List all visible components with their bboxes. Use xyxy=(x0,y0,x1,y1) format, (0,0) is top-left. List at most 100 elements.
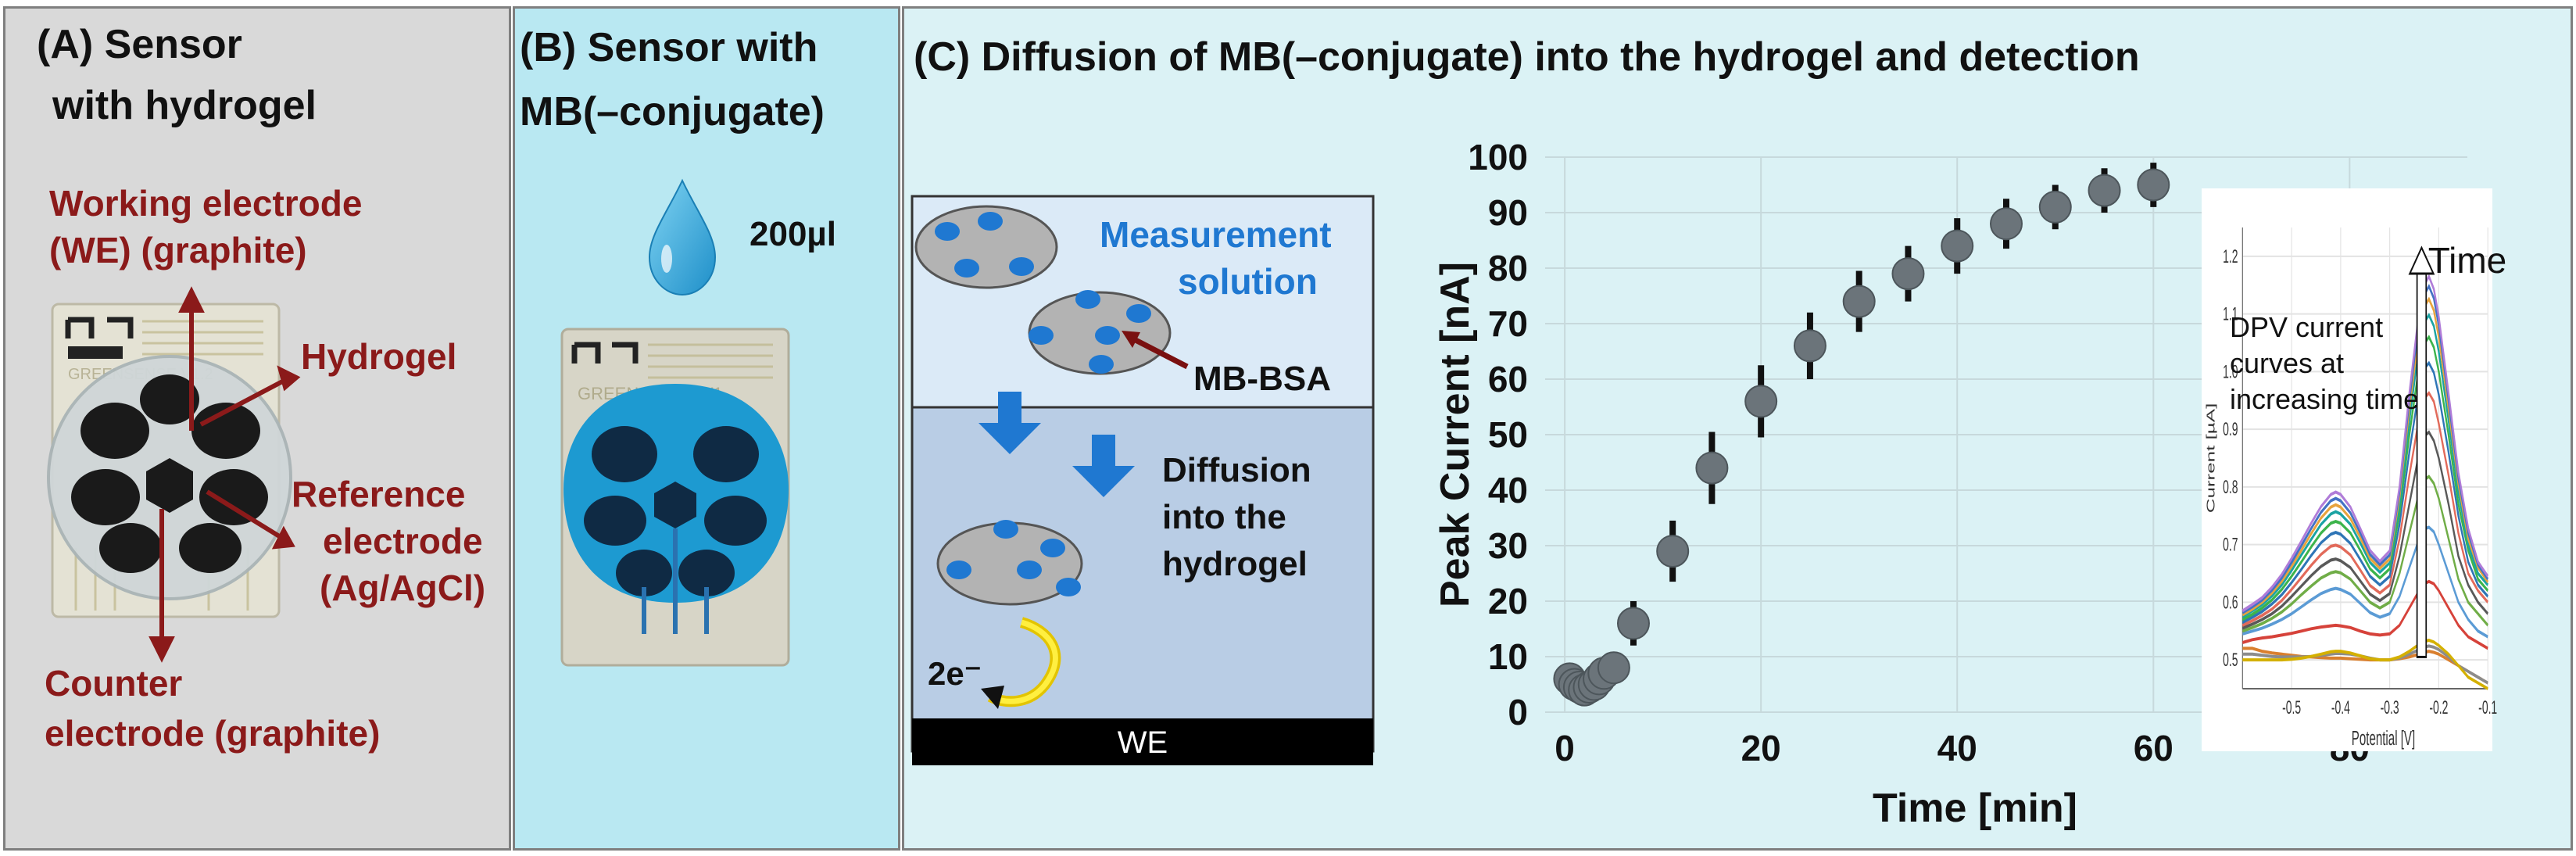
data-marker xyxy=(1990,207,2023,241)
inset-annotation-line3: increasing time xyxy=(2230,383,2419,415)
y-axis-title: Peak Current [nA] xyxy=(1433,262,1478,607)
data-marker xyxy=(1656,535,1690,568)
data-point xyxy=(1616,601,1650,646)
dpv-series-line xyxy=(2242,430,2488,630)
data-marker xyxy=(1616,607,1650,640)
data-point xyxy=(1744,365,1778,438)
inset-x-tick-label: -0.5 xyxy=(2282,697,2301,718)
electron-transfer-arrow xyxy=(981,617,1061,709)
x-axis-title: Time [min] xyxy=(1873,786,2077,831)
data-marker xyxy=(1793,329,1826,363)
drop-volume-label: 200µl xyxy=(750,215,836,253)
label-working-electrode-line2: (WE) (graphite) xyxy=(49,230,307,270)
panel-b-title-line2: MB(–conjugate) xyxy=(520,89,825,134)
y-tick-label: 0 xyxy=(1508,692,1528,732)
inset-x-tick-label: -0.2 xyxy=(2429,697,2448,718)
label-counter-line2: electrode (graphite) xyxy=(45,713,381,754)
board-dark-pad xyxy=(68,346,123,359)
data-marker xyxy=(1842,285,1876,318)
panel-c-title: (C) Diffusion of MB(–conjugate) into the… xyxy=(914,34,2140,80)
data-point xyxy=(1891,245,1925,302)
x-tick-label: 0 xyxy=(1555,728,1575,768)
time-arrow-shaft xyxy=(2416,272,2428,658)
panel-a: (A) Sensor with hydrogel Working electro… xyxy=(3,6,511,851)
data-point xyxy=(2088,168,2121,213)
we-label: WE xyxy=(1118,725,1168,760)
inset-annotation-line1: DPV current xyxy=(2230,311,2383,343)
inset-x-tick-label: -0.1 xyxy=(2478,697,2497,718)
protein-blob-3 xyxy=(936,520,1083,606)
y-tick-label: 30 xyxy=(1488,525,1528,566)
inset-y-axis-title: Current [µA] xyxy=(2204,403,2217,514)
data-marker xyxy=(1891,257,1925,291)
y-tick-label: 50 xyxy=(1488,414,1528,455)
inset-y-tick-label: 1.0 xyxy=(2223,362,2238,383)
protein-blob-2 xyxy=(1028,290,1172,375)
working-electrode-bar xyxy=(912,718,1373,765)
panel-a-title-line1: (A) Sensor xyxy=(37,22,242,67)
data-point xyxy=(2038,184,2072,230)
y-tick-label: 100 xyxy=(1468,137,1528,177)
y-tick-label: 80 xyxy=(1488,248,1528,288)
dpv-series-line xyxy=(2242,579,2488,650)
inset-x-axis-title: Potential [V] xyxy=(2352,727,2415,750)
dpv-series-line xyxy=(2242,638,2488,690)
inset-y-tick-label: 0.6 xyxy=(2223,593,2238,614)
panel-c: (C) Diffusion of MB(–conjugate) into the… xyxy=(902,6,2573,851)
inset-y-tick-label: 0.8 xyxy=(2223,477,2238,498)
data-point xyxy=(2137,163,2170,207)
data-marker xyxy=(2038,190,2072,224)
dpv-series-line xyxy=(2241,335,2488,621)
dpv-series-line xyxy=(2242,475,2488,633)
panel-a-title-line2: with hydrogel xyxy=(52,83,317,128)
inset-x-tick-label: -0.4 xyxy=(2331,697,2350,718)
data-point xyxy=(1656,521,1690,582)
dpv-series-line xyxy=(2241,284,2488,614)
electrode-array xyxy=(71,374,268,573)
label-reference-line3: (Ag/AgCl) xyxy=(320,568,486,608)
board-corner-marks xyxy=(65,317,134,338)
arrow-to-hydrogel xyxy=(199,377,288,427)
inset-x-tick-label: -0.3 xyxy=(2381,697,2399,718)
data-marker xyxy=(1941,229,1974,263)
x-tick-label: 60 xyxy=(2134,728,2174,768)
inset-y-tick-label: 0.7 xyxy=(2223,535,2238,556)
arrow-to-reference xyxy=(206,489,282,539)
diffusion-label-line1: Diffusion xyxy=(1162,451,1311,489)
dpv-series-line xyxy=(2241,313,2488,618)
water-drop-icon xyxy=(648,178,717,296)
y-tick-label: 40 xyxy=(1488,470,1528,510)
inset-y-tick-label: 0.5 xyxy=(2223,650,2238,671)
inset-y-tick-label: 0.9 xyxy=(2223,419,2238,440)
data-marker xyxy=(1695,451,1729,485)
panel-b: (B) Sensor with MB(–conjugate) 200µl GRE… xyxy=(513,6,900,851)
diffusion-schematic: WE Measurement solution MB-BSA Diffusion… xyxy=(911,195,1375,765)
sensor-board xyxy=(51,303,281,618)
inset-time-label: Time xyxy=(2428,240,2507,281)
mb-bsa-arrow xyxy=(1122,331,1189,370)
protein-blob-1 xyxy=(914,205,1058,289)
mb-bsa-label: MB-BSA xyxy=(1193,360,1331,398)
dpv-inset: 0.50.60.70.80.91.01.11.2-0.5-0.4-0.3-0.2… xyxy=(2202,188,2497,751)
dpv-series-line xyxy=(2241,360,2488,625)
measurement-label-line2: solution xyxy=(1178,261,1318,302)
label-reference-line2: electrode xyxy=(323,521,483,561)
dpv-series-line xyxy=(2242,525,2488,639)
hydrogel-disc xyxy=(47,355,292,600)
dpv-series-line xyxy=(2241,274,2488,613)
y-tick-label: 10 xyxy=(1488,636,1528,677)
label-counter-line1: Counter xyxy=(45,663,183,704)
y-tick-label: 90 xyxy=(1488,192,1528,233)
data-marker xyxy=(1744,385,1778,418)
electrons-label: 2e⁻ xyxy=(928,655,982,692)
y-tick-label: 60 xyxy=(1488,359,1528,399)
data-point xyxy=(1695,432,1729,504)
diffusion-arrows xyxy=(979,392,1135,497)
measurement-label-line1: Measurement xyxy=(1100,214,1332,255)
x-tick-label: 40 xyxy=(1937,728,1977,768)
data-point xyxy=(1941,218,1974,274)
y-tick-label: 20 xyxy=(1488,581,1528,621)
inset-y-tick-label: 1.1 xyxy=(2223,304,2238,325)
board-text-a: GREENSENSE V1.2 xyxy=(68,366,213,383)
label-hydrogel: Hydrogel xyxy=(301,336,457,377)
